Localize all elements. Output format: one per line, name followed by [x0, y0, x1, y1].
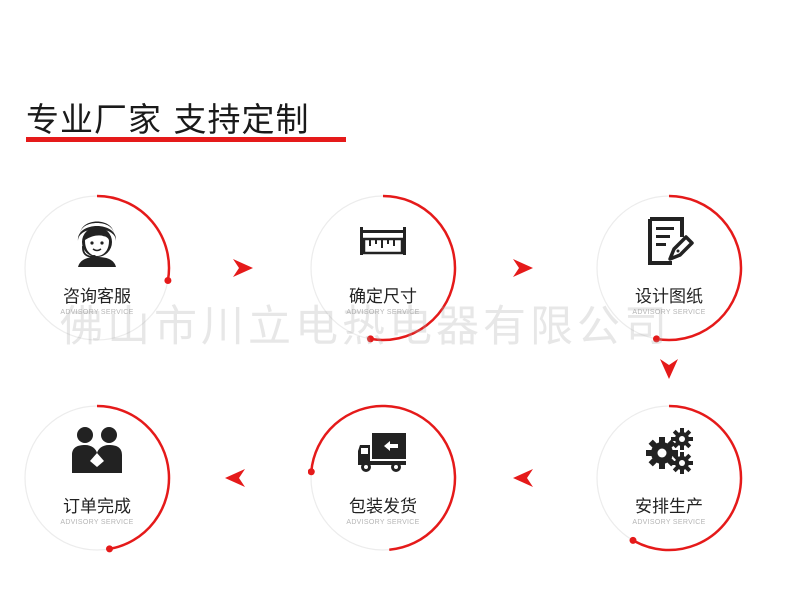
title-underline [26, 137, 346, 142]
step-sublabel: ADVISORY SERVICE [60, 519, 134, 526]
process-step: 包装发货 ADVISORY SERVICE [308, 403, 458, 553]
progress-arc [310, 404, 457, 551]
step-sublabel: ADVISORY SERVICE [632, 519, 706, 526]
step-sublabel: ADVISORY SERVICE [60, 309, 134, 316]
step-ring [596, 404, 743, 552]
step-label: 咨询客服 [63, 287, 131, 307]
ruler-icon [358, 213, 408, 267]
step-sublabel: ADVISORY SERVICE [346, 309, 420, 316]
step-ring [596, 194, 743, 343]
handshake-icon [72, 423, 122, 477]
step-label: 包装发货 [349, 497, 417, 517]
process-step: 咨询客服 ADVISORY SERVICE [22, 193, 172, 343]
progress-arc [632, 404, 743, 552]
page-title: 专业厂家 支持定制 [26, 100, 310, 139]
arc-end-dot [366, 335, 374, 343]
progress-arc [370, 194, 457, 342]
process-step: 确定尺寸 ADVISORY SERVICE [308, 193, 458, 343]
process-step: 安排生产 ADVISORY SERVICE [594, 403, 744, 553]
step-ring [24, 404, 171, 553]
process-step: 设计图纸 ADVISORY SERVICE [594, 193, 744, 343]
arc-end-dot [106, 545, 114, 553]
progress-arc [656, 194, 743, 342]
design-drawing-icon [644, 213, 694, 267]
flow-arrow-icon [660, 359, 678, 379]
arc-end-dot [308, 468, 315, 476]
arc-end-dot [652, 335, 660, 343]
progress-arc [96, 194, 171, 281]
arc-end-dot [164, 277, 172, 285]
flow-arrow-icon [513, 469, 533, 487]
step-sublabel: ADVISORY SERVICE [632, 309, 706, 316]
delivery-truck-icon [358, 423, 408, 477]
step-sublabel: ADVISORY SERVICE [346, 519, 420, 526]
arc-end-dot [629, 536, 637, 544]
step-label: 设计图纸 [635, 287, 703, 307]
customer-service-icon [72, 213, 122, 267]
process-step: 订单完成 ADVISORY SERVICE [22, 403, 172, 553]
step-label: 安排生产 [635, 497, 703, 517]
step-label: 订单完成 [63, 497, 131, 517]
step-ring [24, 194, 172, 341]
flow-arrow-icon [513, 259, 533, 277]
flow-arrow-icon [233, 259, 253, 277]
gears-icon [644, 423, 694, 477]
step-label: 确定尺寸 [349, 287, 417, 307]
progress-arc [96, 404, 171, 551]
flow-arrow-icon [225, 469, 245, 487]
step-ring [308, 404, 457, 551]
step-ring [310, 194, 457, 343]
